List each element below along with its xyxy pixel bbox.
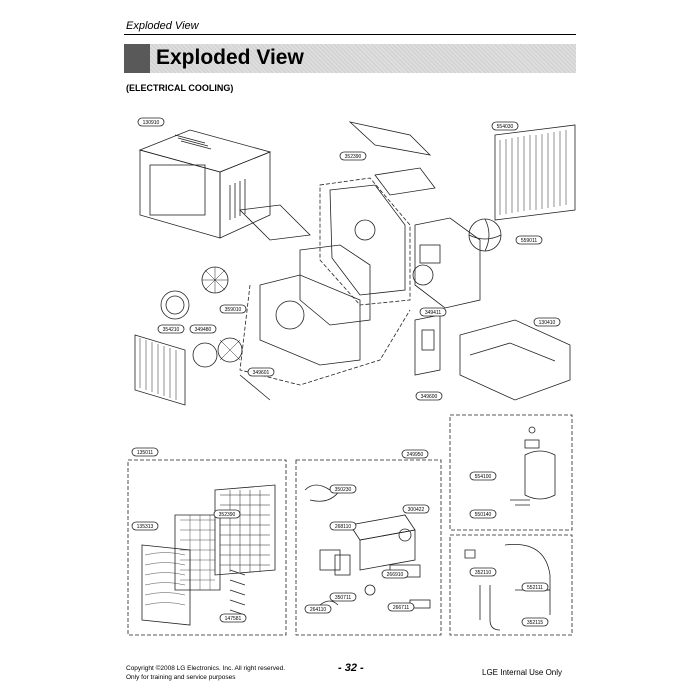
svg-text:352115: 352115 bbox=[527, 620, 544, 626]
callout-cable: 350230 bbox=[329, 484, 357, 494]
callout-louver: 147581 bbox=[219, 613, 247, 623]
cabinet-drawing bbox=[138, 129, 272, 239]
rod-drawing bbox=[239, 374, 271, 401]
svg-text:135011: 135011 bbox=[137, 450, 154, 456]
callout-terminal: 264110 bbox=[304, 604, 332, 614]
svg-text:352390: 352390 bbox=[345, 154, 362, 160]
svg-text:130910: 130910 bbox=[143, 120, 160, 126]
title-bar: Exploded View bbox=[124, 44, 576, 73]
footer-copyright: Copyright ©2008 LG Electronics. Inc. All… bbox=[126, 664, 285, 682]
dashed-group-left bbox=[239, 284, 411, 386]
callout-blower: 359010 bbox=[219, 304, 247, 314]
svg-text:359010: 359010 bbox=[225, 307, 242, 313]
page-number: - 32 - bbox=[338, 662, 364, 674]
callout-cord: 266711 bbox=[387, 602, 415, 612]
footer-internal-use: LGE Internal Use Only bbox=[482, 668, 563, 677]
front-panel-drawing bbox=[141, 484, 276, 626]
svg-text:135313: 135313 bbox=[137, 524, 154, 530]
compressor-top-drawing bbox=[419, 244, 441, 264]
callout-cabinet: 130910 bbox=[137, 117, 165, 127]
copyright-line: Copyright ©2008 LG Electronics. Inc. All… bbox=[126, 665, 286, 672]
svg-text:249950: 249950 bbox=[407, 452, 424, 458]
callout-base-pan: 130410 bbox=[533, 317, 561, 327]
electrical-parts-drawing bbox=[304, 484, 431, 609]
callout-fan-shroud: 349480 bbox=[189, 324, 217, 334]
svg-text:354210: 354210 bbox=[163, 327, 180, 333]
compressor-frame bbox=[449, 414, 573, 531]
callout-tube-suction: 352110 bbox=[469, 567, 497, 577]
svg-text:350711: 350711 bbox=[335, 595, 352, 601]
evaporator-housing-drawing bbox=[259, 244, 371, 366]
callout-air-guide: 352390 bbox=[339, 151, 367, 161]
svg-text:554100: 554100 bbox=[475, 474, 492, 480]
callout-fan-condenser: 559011 bbox=[515, 235, 543, 245]
callout-grommet: 550140 bbox=[469, 509, 497, 519]
section-header: Exploded View bbox=[126, 20, 199, 32]
svg-text:554030: 554030 bbox=[497, 124, 514, 130]
svg-text:264110: 264110 bbox=[310, 607, 327, 613]
callout-wiring-box: 249950 bbox=[401, 449, 429, 459]
callout-grille-front: 135313 bbox=[131, 521, 159, 531]
control-bracket-drawing bbox=[414, 314, 441, 376]
svg-text:559011: 559011 bbox=[521, 238, 538, 244]
callout-orifice: 354210 bbox=[157, 324, 185, 334]
svg-text:349411: 349411 bbox=[425, 310, 442, 316]
piping-frame bbox=[449, 534, 573, 636]
svg-text:352390: 352390 bbox=[219, 512, 236, 518]
callout-drain-pan: 349601 bbox=[247, 367, 275, 377]
callout-control-bracket: 349600 bbox=[415, 391, 443, 401]
top-cover-drawing bbox=[239, 121, 436, 241]
svg-text:552111: 552111 bbox=[527, 585, 543, 591]
exploded-view-diagram: 130910 352390 554030 559011 349411 35421… bbox=[127, 117, 576, 636]
compressor-drawing bbox=[510, 426, 556, 506]
header-rule bbox=[124, 34, 576, 35]
callout-compressor: 554100 bbox=[469, 471, 497, 481]
callout-switch: 268110 bbox=[329, 521, 357, 531]
callout-panel-front: 135011 bbox=[131, 447, 159, 457]
page-title: Exploded View bbox=[156, 46, 304, 69]
callout-filter: 352390 bbox=[213, 509, 241, 519]
partition-panel-drawing bbox=[329, 184, 406, 296]
callout-motor: 349411 bbox=[419, 307, 447, 317]
orifice-ring-drawing bbox=[160, 290, 218, 368]
svg-text:350230: 350230 bbox=[335, 487, 352, 493]
svg-text:266711: 266711 bbox=[393, 605, 410, 611]
blower-wheel-drawing bbox=[201, 266, 243, 363]
svg-text:266910: 266910 bbox=[387, 572, 404, 578]
callout-capacitor: 300422 bbox=[402, 504, 430, 514]
svg-text:349480: 349480 bbox=[195, 327, 212, 333]
callout-tube-discharge: 552111 bbox=[521, 582, 549, 592]
evaporator-coil-drawing bbox=[134, 334, 186, 406]
svg-text:550140: 550140 bbox=[475, 512, 492, 518]
svg-text:268110: 268110 bbox=[335, 524, 352, 530]
svg-text:130410: 130410 bbox=[539, 320, 556, 326]
condenser-coil-drawing bbox=[494, 124, 576, 221]
electrical-box-frame bbox=[295, 459, 442, 636]
svg-text:300422: 300422 bbox=[408, 507, 425, 513]
svg-text:349600: 349600 bbox=[421, 394, 438, 400]
svg-text:352110: 352110 bbox=[475, 570, 492, 576]
svg-text:349601: 349601 bbox=[253, 370, 270, 376]
condenser-fan-drawing bbox=[412, 217, 502, 309]
title-accent-block bbox=[124, 44, 150, 73]
center-partition-drawing bbox=[319, 177, 411, 306]
callout-tube-cap: 352115 bbox=[521, 617, 549, 627]
callout-relay: 350711 bbox=[329, 592, 357, 602]
page-subtitle: (ELECTRICAL COOLING) bbox=[126, 83, 234, 93]
base-pan-drawing bbox=[459, 319, 571, 401]
purpose-line: Only for training and service purposes bbox=[126, 674, 236, 681]
svg-text:147581: 147581 bbox=[225, 616, 242, 622]
callout-thermostat: 266910 bbox=[381, 569, 409, 579]
callout-condenser: 554030 bbox=[491, 121, 519, 131]
part-callouts: 130910 352390 554030 559011 349411 35421… bbox=[131, 117, 561, 627]
front-panel-frame bbox=[127, 459, 287, 636]
